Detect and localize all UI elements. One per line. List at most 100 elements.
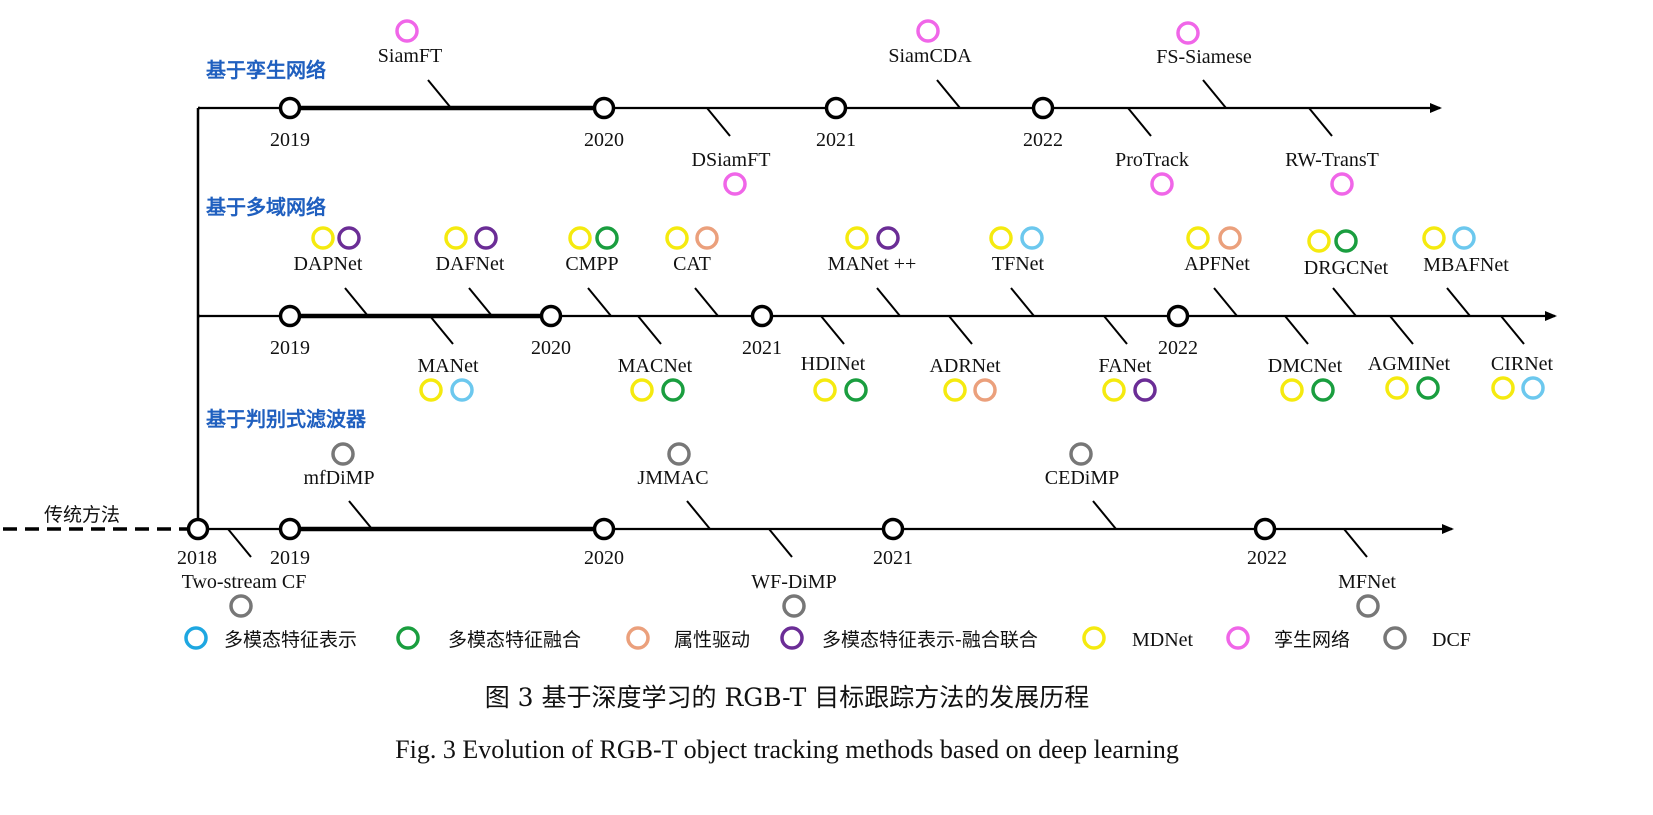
method-label: CMPP (565, 253, 618, 275)
category-marker-representation_fusion_joint (1133, 378, 1157, 402)
method-label: MACNet (618, 355, 693, 377)
year-node (750, 304, 774, 328)
legend-label: 属性驱动 (674, 629, 750, 651)
year-label: 2019 (270, 547, 310, 569)
legend-marker-mdnet (1082, 626, 1106, 650)
legend-marker-multimodal_feature_representation (184, 626, 208, 650)
year-label: 2020 (584, 129, 624, 151)
method-label: CEDiMP (1045, 467, 1119, 489)
method-label: MANet (417, 355, 479, 377)
method-tick (1092, 500, 1117, 530)
method-tick (1213, 287, 1238, 317)
method-label: APFNet (1184, 253, 1250, 275)
method-label: RW-TransT (1285, 149, 1379, 171)
year-label: 2019 (270, 129, 310, 151)
category-marker-dcf (1069, 442, 1093, 466)
method-tick (706, 107, 731, 137)
method-label: SiamCDA (888, 45, 972, 67)
year-node (539, 304, 563, 328)
category-marker-mdnet (630, 378, 654, 402)
method-tick (348, 500, 373, 530)
category-marker-mdnet (419, 378, 443, 402)
method-label: MBAFNet (1423, 254, 1509, 276)
category-marker-mdnet (568, 226, 592, 250)
category-marker-attribute_driven (1218, 226, 1242, 250)
category-marker-mdnet (1385, 376, 1409, 400)
method-label: JMMAC (637, 467, 708, 489)
category-marker-siamese (916, 19, 940, 43)
section-title: 基于判别式滤波器 (206, 407, 367, 431)
legend-marker-attribute_driven (626, 626, 650, 650)
category-marker-cyan_light (1020, 226, 1044, 250)
method-tick (1202, 79, 1227, 109)
year-node (592, 96, 616, 120)
section-title: 基于孪生网络 (206, 58, 326, 82)
method-tick (1284, 315, 1309, 345)
category-marker-siamese (1330, 172, 1354, 196)
method-tick (587, 287, 612, 317)
category-marker-mdnet (1280, 378, 1304, 402)
method-tick (820, 315, 845, 345)
caption-english: Fig. 3 Evolution of RGB-T object trackin… (395, 735, 1179, 764)
category-marker-mdnet (813, 378, 837, 402)
category-marker-cyan_light (1452, 226, 1476, 250)
category-marker-siamese (1150, 172, 1174, 196)
method-label: DMCNet (1268, 355, 1343, 377)
category-marker-mdnet (1102, 378, 1126, 402)
year-node (186, 517, 210, 541)
year-node (278, 517, 302, 541)
category-marker-cyan_light (1521, 376, 1545, 400)
method-tick (468, 287, 493, 317)
method-tick (768, 528, 793, 558)
method-label: WF-DiMP (751, 571, 837, 593)
method-tick (227, 528, 252, 558)
year-label: 2022 (1158, 337, 1198, 359)
method-tick (694, 287, 719, 317)
year-label: 2021 (742, 337, 782, 359)
method-label: SiamFT (378, 45, 442, 67)
category-marker-dcf (229, 594, 253, 618)
method-tick (1389, 315, 1414, 345)
method-tick (1103, 315, 1128, 345)
year-label: 2020 (531, 337, 571, 359)
year-node (824, 96, 848, 120)
category-marker-representation_fusion_joint (474, 226, 498, 250)
method-label: MANet ++ (828, 253, 917, 275)
year-label: 2022 (1023, 129, 1063, 151)
category-marker-attribute_driven (695, 226, 719, 250)
method-tick (876, 287, 901, 317)
method-tick (427, 79, 452, 109)
category-marker-mdnet (1422, 226, 1446, 250)
section-title: 基于多域网络 (206, 195, 326, 219)
method-label: ProTrack (1115, 149, 1189, 171)
method-label: DAPNet (294, 253, 363, 275)
category-marker-multimodal_feature_fusion (1311, 378, 1335, 402)
method-label: FANet (1099, 355, 1152, 377)
year-node (592, 517, 616, 541)
category-marker-mdnet (311, 226, 335, 250)
method-tick (1308, 107, 1333, 137)
method-label: MFNet (1338, 571, 1396, 593)
category-marker-dcf (331, 442, 355, 466)
category-marker-mdnet (943, 378, 967, 402)
category-marker-multimodal_feature_fusion (661, 378, 685, 402)
method-tick (936, 79, 961, 109)
method-tick (948, 315, 973, 345)
year-label: 2018 (177, 547, 217, 569)
legend-label: 多模态特征表示 (224, 629, 357, 651)
category-marker-multimodal_feature_fusion (844, 378, 868, 402)
method-label: DAFNet (436, 253, 505, 275)
year-label: 2021 (873, 547, 913, 569)
method-label: CIRNet (1491, 353, 1554, 375)
legend-marker-dcf (1383, 626, 1407, 650)
category-marker-siamese (1176, 21, 1200, 45)
year-label: 2022 (1247, 547, 1287, 569)
category-marker-cyan_light (450, 378, 474, 402)
category-marker-multimodal_feature_fusion (1416, 376, 1440, 400)
method-tick (1127, 107, 1152, 137)
legend-marker-siamese (1226, 626, 1250, 650)
category-marker-dcf (667, 442, 691, 466)
category-marker-representation_fusion_joint (337, 226, 361, 250)
